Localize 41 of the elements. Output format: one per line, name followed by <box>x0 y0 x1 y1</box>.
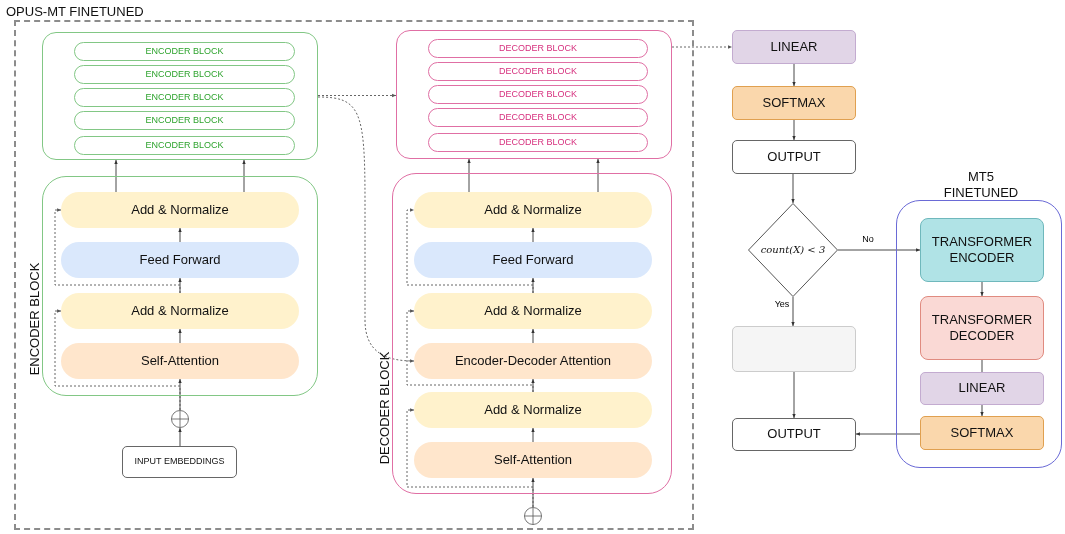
layer-pill: Feed Forward <box>414 242 652 278</box>
process-box: TRANSFORMER DECODER <box>920 296 1044 360</box>
process-box: SOFTMAX <box>920 416 1044 450</box>
block-pill: DECODER BLOCK <box>428 62 648 81</box>
block-pill: ENCODER BLOCK <box>74 65 295 84</box>
group-heading: ENCODER BLOCK <box>27 262 43 376</box>
sum-circle <box>171 410 189 428</box>
decision-diamond: count(X) < 3 <box>748 203 838 297</box>
process-box: LINEAR <box>920 372 1044 405</box>
layer-pill: Self-Attention <box>61 343 299 379</box>
sum-circle <box>524 507 542 525</box>
layer-pill: Encoder-Decoder Attention <box>414 343 652 379</box>
process-box: TRANSFORMER ENCODER <box>920 218 1044 282</box>
layer-pill: Self-Attention <box>414 442 652 478</box>
output-box: OUTPUT <box>732 140 856 174</box>
block-pill: DECODER BLOCK <box>428 39 648 58</box>
group-heading: OPUS-MT FINETUNED <box>6 4 144 20</box>
block-pill: DECODER BLOCK <box>428 133 648 152</box>
block-pill: DECODER BLOCK <box>428 85 648 104</box>
block-pill: ENCODER BLOCK <box>74 111 295 130</box>
process-box <box>732 326 856 372</box>
stack-panel <box>42 32 318 160</box>
edge-label: Yes <box>773 300 791 310</box>
block-pill: ENCODER BLOCK <box>74 136 295 155</box>
layer-pill: Add & Normalize <box>61 293 299 329</box>
edge-label: No <box>861 235 875 245</box>
layer-pill: Add & Normalize <box>414 392 652 428</box>
group-heading: DECODER BLOCK <box>377 351 393 465</box>
block-pill: DECODER BLOCK <box>428 108 648 127</box>
output-box: OUTPUT <box>732 418 856 451</box>
layer-pill: Add & Normalize <box>414 293 652 329</box>
layer-pill: Feed Forward <box>61 242 299 278</box>
stack-panel <box>396 30 672 159</box>
layer-pill: Add & Normalize <box>61 192 299 228</box>
group-heading: MT5 FINETUNED <box>942 169 1020 201</box>
process-box: SOFTMAX <box>732 86 856 120</box>
layer-pill: Add & Normalize <box>414 192 652 228</box>
block-pill: ENCODER BLOCK <box>74 88 295 107</box>
process-box: LINEAR <box>732 30 856 64</box>
block-pill: ENCODER BLOCK <box>74 42 295 61</box>
input-box: INPUT EMBEDDINGS <box>122 446 237 478</box>
